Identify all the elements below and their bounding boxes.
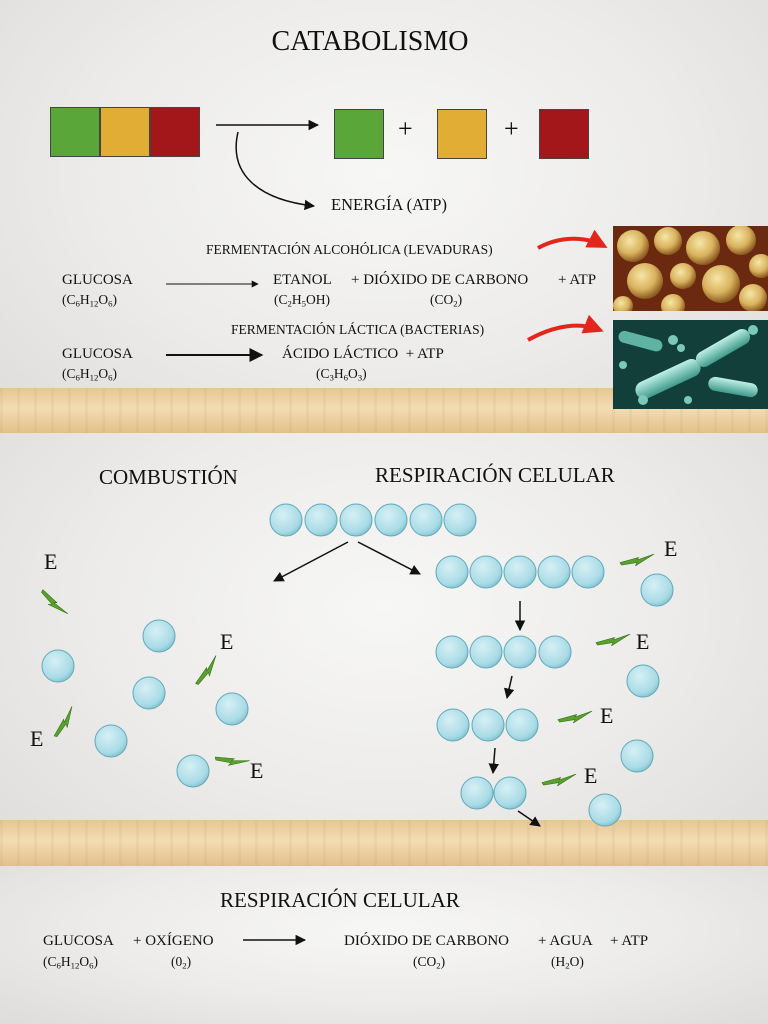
red-product-block xyxy=(539,109,589,159)
slide-respiration-vs-combustion: COMBUSTIÓN RESPIRACIÓN CELULAR xyxy=(0,433,768,866)
glucose-formula: (C6H12O6) xyxy=(62,366,118,383)
energy-letter: E xyxy=(600,703,614,728)
step-arrow xyxy=(488,747,499,775)
energy-label: ENERGÍA (ATP) xyxy=(331,195,447,214)
bacteria-micrograph xyxy=(613,320,768,409)
carbon-dioxide-formula: (CO2) xyxy=(413,954,446,971)
chain-3 xyxy=(436,708,539,742)
plus-sign: + xyxy=(398,114,413,143)
plus-sign: + xyxy=(504,114,519,143)
ethanol-formula: (C2H5OH) xyxy=(274,292,331,309)
alcoholic-fermentation-title: FERMENTACIÓN ALCOHÓLICA (LEVADURAS) xyxy=(206,242,493,257)
orange-product-block xyxy=(437,109,487,159)
atp-label: + ATP xyxy=(610,933,649,949)
respiration-title: RESPIRACIÓN CELULAR xyxy=(375,463,615,487)
carbon-dioxide-formula: (CO2) xyxy=(430,292,463,309)
green-product-block xyxy=(334,109,384,159)
slide-title: CATABOLISMO xyxy=(271,26,469,57)
orange-block xyxy=(100,107,150,157)
slide2-diagram xyxy=(39,503,674,827)
oxygen-label: + OXÍGENO xyxy=(133,933,214,949)
glucose-label: GLUCOSA xyxy=(62,346,133,362)
red-block xyxy=(150,107,200,157)
slide1-arrows xyxy=(166,119,608,362)
red-curved-arrow xyxy=(537,229,608,250)
branch-arrow xyxy=(357,541,421,575)
water-formula: (H2O) xyxy=(551,954,584,971)
slide-title: RESPIRACIÓN CELULAR xyxy=(220,888,460,912)
glucose-label: GLUCOSA xyxy=(43,933,114,949)
step-arrow xyxy=(503,675,515,700)
green-block xyxy=(50,107,100,157)
energy-letter: E xyxy=(30,726,44,751)
energy-letter: E xyxy=(664,536,678,561)
chain-5 xyxy=(435,555,605,589)
energy-letter: E xyxy=(250,758,264,783)
oxygen-formula: (02) xyxy=(171,954,192,971)
energy-letter: E xyxy=(584,763,598,788)
combustion-free-beads xyxy=(41,619,249,788)
chain-4 xyxy=(435,635,572,669)
respiration-free-beads xyxy=(588,573,674,827)
atp-label: + ATP xyxy=(558,272,597,288)
branch-arrow xyxy=(273,541,349,582)
glucose-formula: (C6H12O6) xyxy=(62,292,118,309)
carbon-dioxide-label: + DIÓXIDO DE CARBONO xyxy=(351,272,529,288)
lactic-fermentation-title: FERMENTACIÓN LÁCTICA (BACTERIAS) xyxy=(231,322,485,337)
glucose-label: GLUCOSA xyxy=(62,272,133,288)
water-label: + AGUA xyxy=(538,933,593,949)
lactic-acid-formula: (C3H6O3) xyxy=(316,366,367,383)
slide-cellular-respiration-equation: RESPIRACIÓN CELULAR GLUCOSA (C6H12O6) + … xyxy=(0,866,768,1024)
glucose-formula: (C6H12O6) xyxy=(43,954,99,971)
step-arrow xyxy=(517,810,541,827)
chain-2 xyxy=(460,776,527,810)
lactic-acid-label: ÁCIDO LÁCTICO + ATP xyxy=(282,346,444,362)
energy-letter: E xyxy=(636,629,650,654)
carbon-dioxide-label: DIÓXIDO DE CARBONO xyxy=(344,933,509,949)
energy-arrow xyxy=(235,131,316,211)
glucose-chain xyxy=(269,503,477,537)
wood-floor xyxy=(0,820,768,866)
combustion-title: COMBUSTIÓN xyxy=(99,465,238,489)
ethanol-label: ETANOL xyxy=(273,272,332,288)
yeast-micrograph xyxy=(613,226,768,311)
red-curved-arrow xyxy=(527,314,604,342)
reaction-arrow xyxy=(243,934,307,946)
energy-letter: E xyxy=(44,549,58,574)
energy-letter: E xyxy=(220,629,234,654)
slide-catabolismo: CATABOLISMO + + ENERGÍA (ATP) FERMENTACI… xyxy=(0,0,768,433)
